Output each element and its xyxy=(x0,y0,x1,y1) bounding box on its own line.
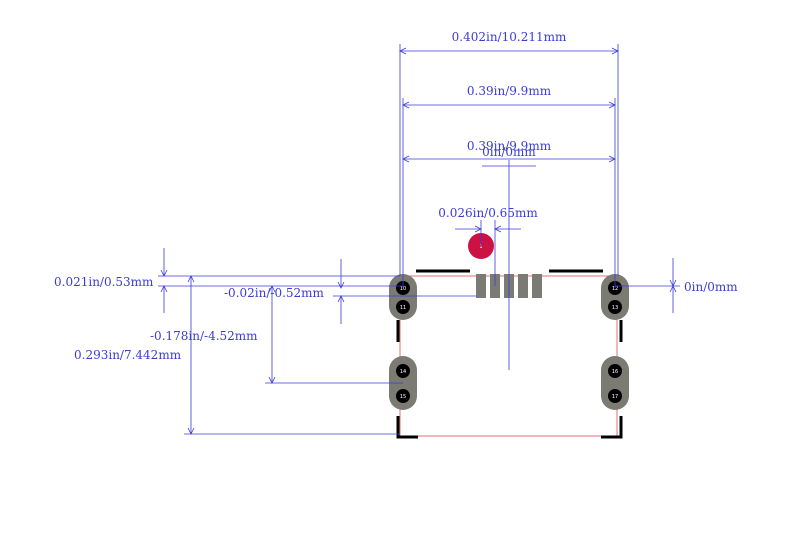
pad-label-16: 16 xyxy=(612,369,618,375)
dim-pin-pitch: 0.026in/0.65mm xyxy=(438,206,538,220)
drill-hole xyxy=(396,300,410,314)
dimension-lines xyxy=(158,44,680,435)
dim-overall-width: 0.402in/10.211mm xyxy=(452,30,567,44)
mount-pad-bottom-right xyxy=(601,356,629,410)
dimension-arrows xyxy=(160,47,677,435)
pad-label-14: 14 xyxy=(400,369,406,375)
pad-label-10: 10 xyxy=(400,286,406,292)
courtyard-outline xyxy=(399,275,618,437)
dim-pad-offset: -0.02in/-0.52mm xyxy=(224,286,325,300)
drill-hole xyxy=(608,389,622,403)
smd-pad xyxy=(518,274,528,298)
dim-right-offset: 0in/0mm xyxy=(684,280,738,294)
dim-center-offset: 0in/0mm xyxy=(482,145,536,159)
mount-pads: 10 11 12 13 14 15 16 17 xyxy=(389,274,629,410)
pad-label-13: 13 xyxy=(612,305,618,311)
silkscreen-outline xyxy=(396,269,623,439)
mount-pad-top-left xyxy=(389,274,417,320)
pad-label-12: 12 xyxy=(612,286,618,292)
smd-pad xyxy=(532,274,542,298)
dim-pad-height: 0.021in/0.53mm xyxy=(54,275,154,289)
dim-width-2: 0.39in/9.9mm xyxy=(467,139,552,153)
pad-label-17: 17 xyxy=(612,394,618,400)
drill-hole xyxy=(396,389,410,403)
drill-hole xyxy=(608,364,622,378)
drill-hole xyxy=(608,300,622,314)
dim-total-height: 0.293in/7.442mm xyxy=(74,348,182,362)
pad-label-15: 15 xyxy=(400,394,406,400)
dim-width-1: 0.39in/9.9mm xyxy=(467,84,552,98)
mount-pad-top-right xyxy=(601,274,629,320)
pad-label-11: 11 xyxy=(400,305,406,311)
dim-mount-offset: -0.178in/-4.52mm xyxy=(150,329,258,343)
drill-hole xyxy=(396,364,410,378)
pin1-label: 1 xyxy=(479,244,482,250)
smd-pad xyxy=(476,274,486,298)
